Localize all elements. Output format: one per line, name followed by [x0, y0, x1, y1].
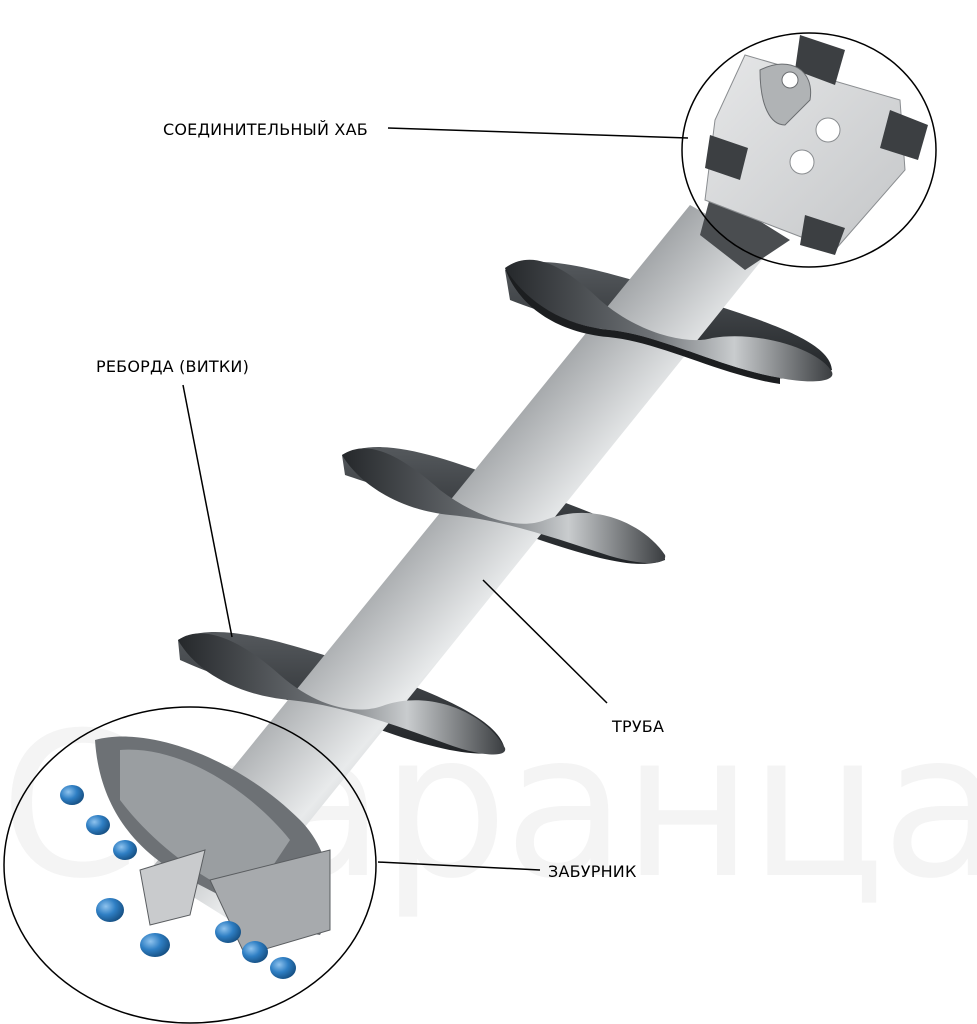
callout-line-pipe: [482, 579, 608, 704]
label-flight: РЕБОРДА (ВИТКИ): [96, 357, 250, 376]
callout-line-hub: [387, 127, 689, 139]
tooth-icon: [215, 921, 241, 943]
label-pipe: ТРУБА: [612, 717, 665, 736]
cutting-teeth: [60, 785, 296, 979]
connecting-hub: [700, 35, 928, 270]
tooth-icon: [270, 957, 296, 979]
label-connecting-hub: СОЕДИНИТЕЛЬНЫЙ ХАБ: [163, 120, 368, 139]
tooth-icon: [113, 840, 137, 860]
label-pilot-bit: ЗАБУРНИК: [548, 862, 637, 881]
tooth-icon: [96, 898, 124, 922]
hub-detail-circle: [681, 32, 937, 268]
flight-front-2: [342, 448, 666, 563]
callout-line-pilot: [377, 861, 541, 871]
flight-front-1: [505, 259, 833, 384]
flight-front-3: [178, 633, 506, 755]
tooth-icon: [242, 941, 268, 963]
pilot-detail-circle: [3, 706, 377, 1024]
tooth-icon: [60, 785, 84, 805]
tooth-icon: [140, 933, 170, 957]
callout-line-flight: [182, 384, 233, 638]
tooth-icon: [86, 815, 110, 835]
